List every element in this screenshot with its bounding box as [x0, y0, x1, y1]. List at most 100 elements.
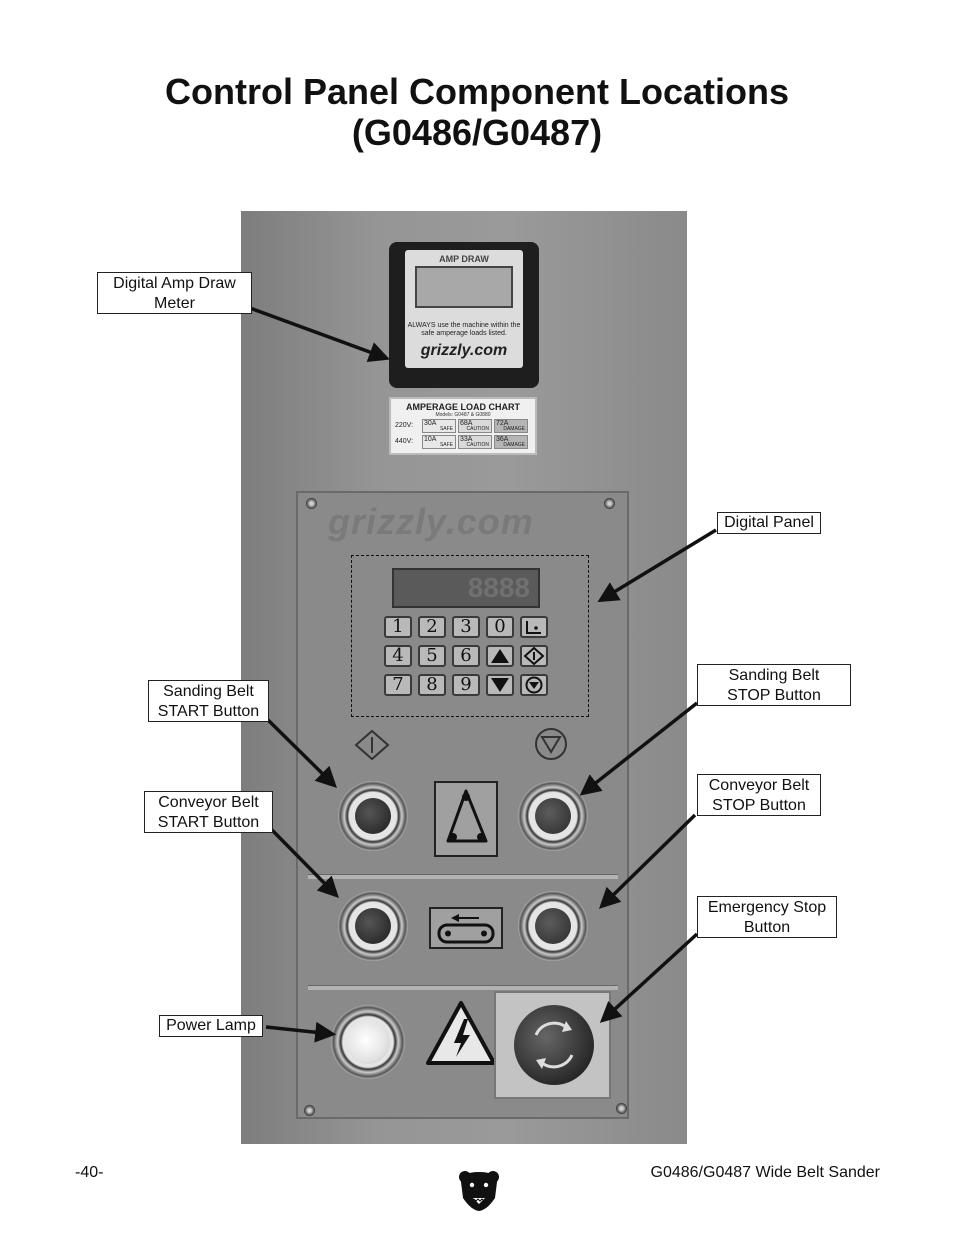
page-title-line1: Control Panel Component Locations	[164, 71, 789, 112]
start-symbol-icon	[523, 646, 545, 666]
emergency-stop-plate	[494, 991, 611, 1099]
stop-symbol-icon	[535, 728, 567, 760]
amperage-load-chart: AMPERAGE LOAD CHART Models: G0487 & G088…	[389, 397, 537, 455]
keypad-zone: 8888 1 2 3 0 4 5 6 7 8 9	[351, 555, 589, 717]
amp-damage-label: DAMAGE	[503, 442, 525, 448]
callout-digital-panel: Digital Panel	[717, 512, 821, 534]
callout-line: STOP Button	[727, 687, 821, 704]
callout-line: Conveyor Belt	[158, 794, 259, 811]
sanding-belt-start-button[interactable]	[338, 781, 408, 851]
electrical-hazard-icon	[426, 1001, 496, 1065]
amp-damage-label: DAMAGE	[503, 426, 525, 432]
key-up[interactable]	[486, 645, 514, 667]
callout-line: Sanding Belt	[163, 683, 254, 700]
amp-safe-label: SAFE	[439, 426, 453, 432]
control-panel-photo: AMP DRAW ALWAYS use the machine within t…	[241, 211, 687, 1144]
callout-emergency-stop: Emergency Stop Button	[697, 896, 837, 938]
key-0[interactable]: 0	[486, 616, 514, 638]
key-stop[interactable]	[520, 674, 548, 696]
screw-icon	[604, 498, 615, 509]
key-5[interactable]: 5	[418, 645, 446, 667]
arrow-sanding-start	[266, 718, 337, 788]
amp-damage: 36A	[496, 436, 509, 443]
callout-line: START Button	[157, 703, 260, 720]
callout-line: START Button	[157, 814, 260, 831]
sanding-belt-symbol	[434, 781, 498, 857]
stop-symbol-icon	[525, 676, 543, 694]
start-symbol-icon	[354, 729, 390, 761]
callout-line: STOP Button	[712, 797, 806, 814]
callout-line: Button	[743, 919, 791, 936]
page-number: -40-	[75, 1164, 104, 1181]
conveyor-belt-stop-button[interactable]	[518, 891, 588, 961]
amp-chart-title: AMPERAGE LOAD CHART	[406, 402, 520, 412]
key-7[interactable]: 7	[384, 674, 412, 696]
key-decimal[interactable]	[520, 616, 548, 638]
sanding-belt-stop-button[interactable]	[518, 781, 588, 851]
digital-panel: grizzly.com 8888 1 2 3 0 4 5 6	[296, 491, 629, 1119]
arrow-amp-meter	[249, 306, 390, 363]
emergency-stop-button[interactable]	[514, 1005, 594, 1085]
divider	[308, 874, 618, 879]
conveyor-symbol	[429, 907, 503, 949]
callout-line: Conveyor Belt	[708, 777, 810, 794]
amp-caution: 68A	[460, 420, 473, 427]
arrow-power-lamp	[265, 1021, 337, 1043]
callout-conveyor-stop: Conveyor Belt STOP Button	[697, 774, 821, 816]
amp-safe: 10A	[424, 436, 437, 443]
key-2[interactable]: 2	[418, 616, 446, 638]
amp-damage: 72A	[496, 420, 509, 427]
amp-caution-label: CAUTION	[466, 426, 490, 432]
footer-title: G0486/G0487 Wide Belt Sander	[650, 1164, 880, 1181]
callout-line: Power Lamp	[166, 1017, 256, 1034]
meter-note: ALWAYS use the machine within the safe a…	[407, 322, 521, 337]
power-lamp	[331, 1005, 405, 1079]
key-9[interactable]: 9	[452, 674, 480, 696]
amp-voltage: 220V:	[395, 422, 414, 429]
callout-line: Digital Amp Draw	[113, 275, 236, 292]
callout-line: Meter	[154, 295, 195, 312]
amp-chart-models: Models: G0487 & G0880	[435, 412, 491, 418]
amp-caution: 33A	[460, 436, 473, 443]
amp-safe: 30A	[424, 420, 437, 427]
screw-icon	[616, 1103, 627, 1114]
key-1[interactable]: 1	[384, 616, 412, 638]
arrow-emergency-stop	[599, 932, 699, 1023]
down-arrow-icon	[491, 678, 509, 692]
arrow-conveyor-start	[270, 828, 339, 898]
key-4[interactable]: 4	[384, 645, 412, 667]
amp-caution-label: CAUTION	[466, 442, 490, 448]
amp-safe-label: SAFE	[439, 442, 453, 448]
digital-display: 8888	[392, 568, 540, 608]
amp-draw-meter: AMP DRAW ALWAYS use the machine within t…	[389, 242, 539, 388]
screw-icon	[306, 498, 317, 509]
key-3[interactable]: 3	[452, 616, 480, 638]
meter-title: AMP DRAW	[439, 254, 489, 264]
amp-voltage: 440V:	[395, 438, 414, 445]
decimal-point-icon	[526, 621, 541, 634]
grizzly-bear-icon	[459, 1171, 499, 1211]
callout-line: Emergency Stop	[707, 899, 827, 916]
sanding-belt-icon	[446, 789, 488, 843]
up-arrow-icon	[491, 649, 509, 663]
callout-sanding-start: Sanding Belt START Button	[148, 680, 269, 722]
arrow-digital-panel	[597, 528, 717, 603]
key-6[interactable]: 6	[452, 645, 480, 667]
key-8[interactable]: 8	[418, 674, 446, 696]
callout-amp-meter: Digital Amp Draw Meter	[97, 272, 252, 314]
key-down[interactable]	[486, 674, 514, 696]
arrow-conveyor-stop	[598, 813, 697, 909]
callout-power-lamp: Power Lamp	[159, 1015, 263, 1037]
twist-release-arrows-icon	[534, 1021, 574, 1069]
page-title-line2: (G0486/G0487)	[351, 112, 603, 153]
divider	[308, 985, 618, 990]
conveyor-belt-start-button[interactable]	[338, 891, 408, 961]
callout-line: Digital Panel	[724, 514, 814, 531]
screw-icon	[304, 1105, 315, 1116]
conveyor-icon	[437, 914, 495, 944]
panel-logo: grizzly.com	[328, 501, 534, 542]
key-start[interactable]	[520, 645, 548, 667]
